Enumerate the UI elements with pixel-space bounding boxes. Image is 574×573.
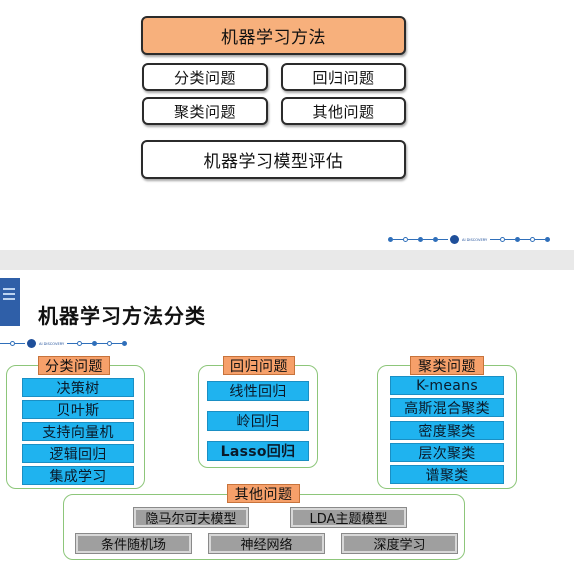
classification-box: 分类问题: [142, 63, 268, 91]
regression-tag: 回归问题: [223, 356, 295, 375]
list-item: 密度聚类: [390, 421, 504, 440]
model-evaluation-box: 机器学习模型评估: [141, 140, 406, 179]
list-item: 层次聚类: [390, 443, 504, 462]
list-item: 岭回归: [207, 411, 309, 431]
header-decoration: AI DISCOVERY: [0, 339, 128, 348]
list-item: K-means: [390, 376, 504, 395]
classification-tag: 分类问题: [38, 356, 110, 375]
ml-methods-box: 机器学习方法: [141, 16, 406, 55]
book-cover-icon: [0, 278, 20, 326]
list-item: LDA主题模型: [291, 508, 406, 527]
list-item: 贝叶斯: [22, 400, 134, 419]
list-item: 深度学习: [342, 534, 457, 553]
list-item: 谱聚类: [390, 465, 504, 484]
clustering-box: 聚类问题: [142, 97, 268, 125]
slide-overview: 机器学习方法 分类问题 回归问题 聚类问题 其他问题 机器学习模型评估 AI D…: [0, 0, 574, 250]
other-box: 其他问题: [281, 97, 406, 125]
brand-logo-icon: [27, 339, 36, 348]
list-item: 集成学习: [22, 466, 134, 485]
list-item: 决策树: [22, 378, 134, 397]
regression-box: 回归问题: [281, 63, 406, 91]
slide-classification: 机器学习方法分类 AI DISCOVERY 分类问题 决策树 贝叶斯 支持向量机…: [0, 270, 574, 573]
brand-text: AI DISCOVERY: [39, 341, 65, 346]
list-item: 隐马尔可夫模型: [134, 508, 248, 527]
list-item: 神经网络: [209, 534, 324, 553]
list-item: 支持向量机: [22, 422, 134, 441]
list-item: 线性回归: [207, 381, 309, 401]
list-item: Lasso回归: [207, 441, 309, 461]
clustering-tag: 聚类问题: [410, 356, 484, 375]
list-item: 逻辑回归: [22, 444, 134, 463]
other-tag: 其他问题: [227, 484, 300, 503]
footer-decoration: AI DISCOVERY: [388, 235, 551, 244]
page-title: 机器学习方法分类: [38, 304, 206, 328]
brand-text: AI DISCOVERY: [462, 237, 488, 242]
list-item: 条件随机场: [76, 534, 191, 553]
list-item: 高斯混合聚类: [390, 398, 504, 417]
brand-logo-icon: [450, 235, 459, 244]
